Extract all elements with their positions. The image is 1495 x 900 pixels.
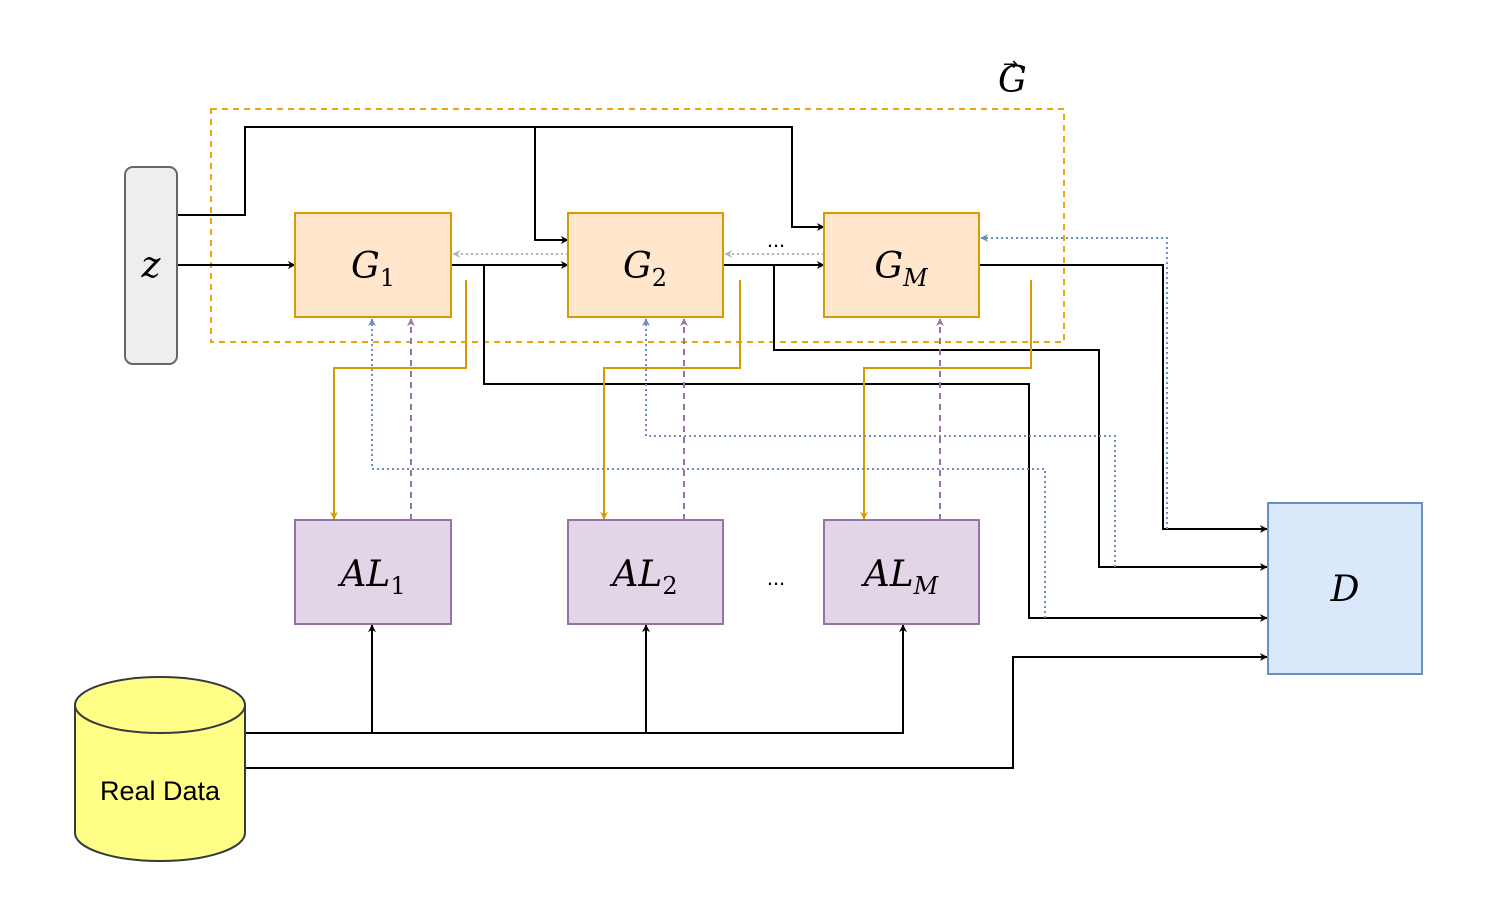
svg-text:GM: GM [874, 246, 929, 292]
aux-feedback-edges [407, 318, 944, 520]
aux-loss-1-subscript: 1 [390, 572, 405, 600]
real-data-node: Real Data [74, 676, 246, 862]
noise-label: z [141, 245, 162, 286]
generator-1-node: G1 [294, 212, 452, 318]
edge-g2-to-d [773, 265, 1268, 571]
generator-1-label: G [351, 246, 380, 287]
svg-text:G1: G1 [351, 246, 395, 292]
svg-text:AL1: AL1 [337, 554, 405, 600]
aux-loss-m-label: AL [861, 554, 914, 595]
edge-g2-to-al2 [600, 280, 741, 520]
aux-loss-2-label: AL [609, 554, 662, 595]
discriminator-node: D [1267, 502, 1423, 675]
edge-data-to-al1 [245, 624, 376, 734]
edge-d-to-gm [980, 234, 1168, 529]
generator-m-node: GM [823, 212, 980, 318]
generator-1-subscript: 1 [380, 264, 395, 292]
aux-loss-2-node: AL2 [567, 519, 724, 625]
generator-group-label: G → [998, 54, 1027, 101]
generator-to-aux-edges [330, 280, 1032, 520]
edge-g1-to-d [483, 265, 1268, 622]
edge-data-to-d [245, 653, 1268, 769]
edge-z-to-g2 [177, 126, 569, 244]
vector-arrow-icon: → [1003, 54, 1018, 75]
edge-gm-to-alm [860, 280, 1032, 520]
edge-g1-to-al1 [330, 280, 467, 520]
noise-input-node: z [124, 166, 178, 365]
svg-text:AL2: AL2 [609, 554, 677, 600]
generator-2-node: G2 [567, 212, 724, 318]
edge-data-to-alm [646, 624, 907, 734]
generator-m-subscript: M [902, 264, 929, 292]
aux-loss-1-label: AL [337, 554, 390, 595]
aux-losses-ellipsis: ... [767, 565, 785, 590]
generator-group-boundary [210, 108, 1065, 343]
edge-d-to-g1 [368, 318, 1046, 618]
aux-loss-m-subscript: M [913, 572, 940, 600]
generator-2-subscript: 2 [652, 264, 667, 292]
discriminator-feedback-edges [368, 234, 1168, 618]
generators-ellipsis: ... [767, 227, 785, 252]
forward-flow-edges [177, 126, 1268, 769]
edge-d-to-g2 [642, 318, 1116, 567]
svg-text:G2: G2 [623, 246, 667, 292]
aux-loss-m-node: ALM [823, 519, 980, 625]
edge-z-to-gm [535, 126, 825, 231]
svg-text:ALM: ALM [861, 554, 940, 600]
discriminator-label: D [1330, 569, 1360, 610]
real-data-label: Real Data [100, 776, 221, 806]
generator-m-label: G [874, 246, 903, 287]
aux-loss-2-subscript: 2 [662, 572, 677, 600]
edge-gm-to-d [979, 264, 1268, 533]
edge-data-to-al2 [372, 624, 650, 734]
generator-2-label: G [623, 246, 652, 287]
group-label-text: G [998, 60, 1027, 101]
aux-loss-1-node: AL1 [294, 519, 452, 625]
